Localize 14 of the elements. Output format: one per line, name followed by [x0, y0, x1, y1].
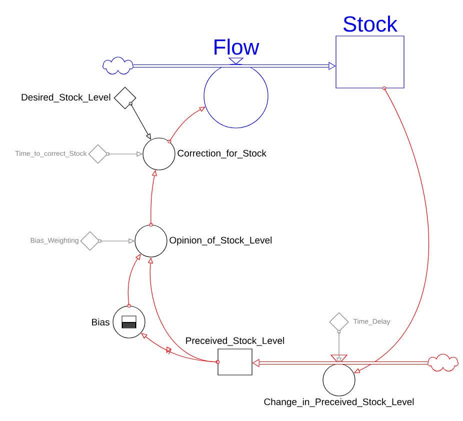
- node-label: Bias: [92, 318, 110, 326]
- node-label: Preceived_Stock_Level: [186, 337, 284, 346]
- node-label: Opinion_of_Stock_Level: [170, 236, 272, 246]
- node-label: Flow: [214, 38, 260, 55]
- stock-box: Preceived_Stock_Level: [186, 337, 284, 376]
- node-label: Stock: [343, 16, 398, 32]
- stock-box: Stock: [336, 16, 404, 90]
- flow-pipe: [252, 359, 428, 367]
- node-label: Change_in_Preceived_Stock_Level: [264, 398, 414, 408]
- node-label: Desired_Stock_Level: [22, 94, 110, 102]
- cloud-symbol: [428, 354, 458, 372]
- node-label: Correction_for_Stock: [178, 150, 266, 158]
- flow-pipe: [133, 62, 336, 70]
- cloud-symbol: [102, 56, 134, 74]
